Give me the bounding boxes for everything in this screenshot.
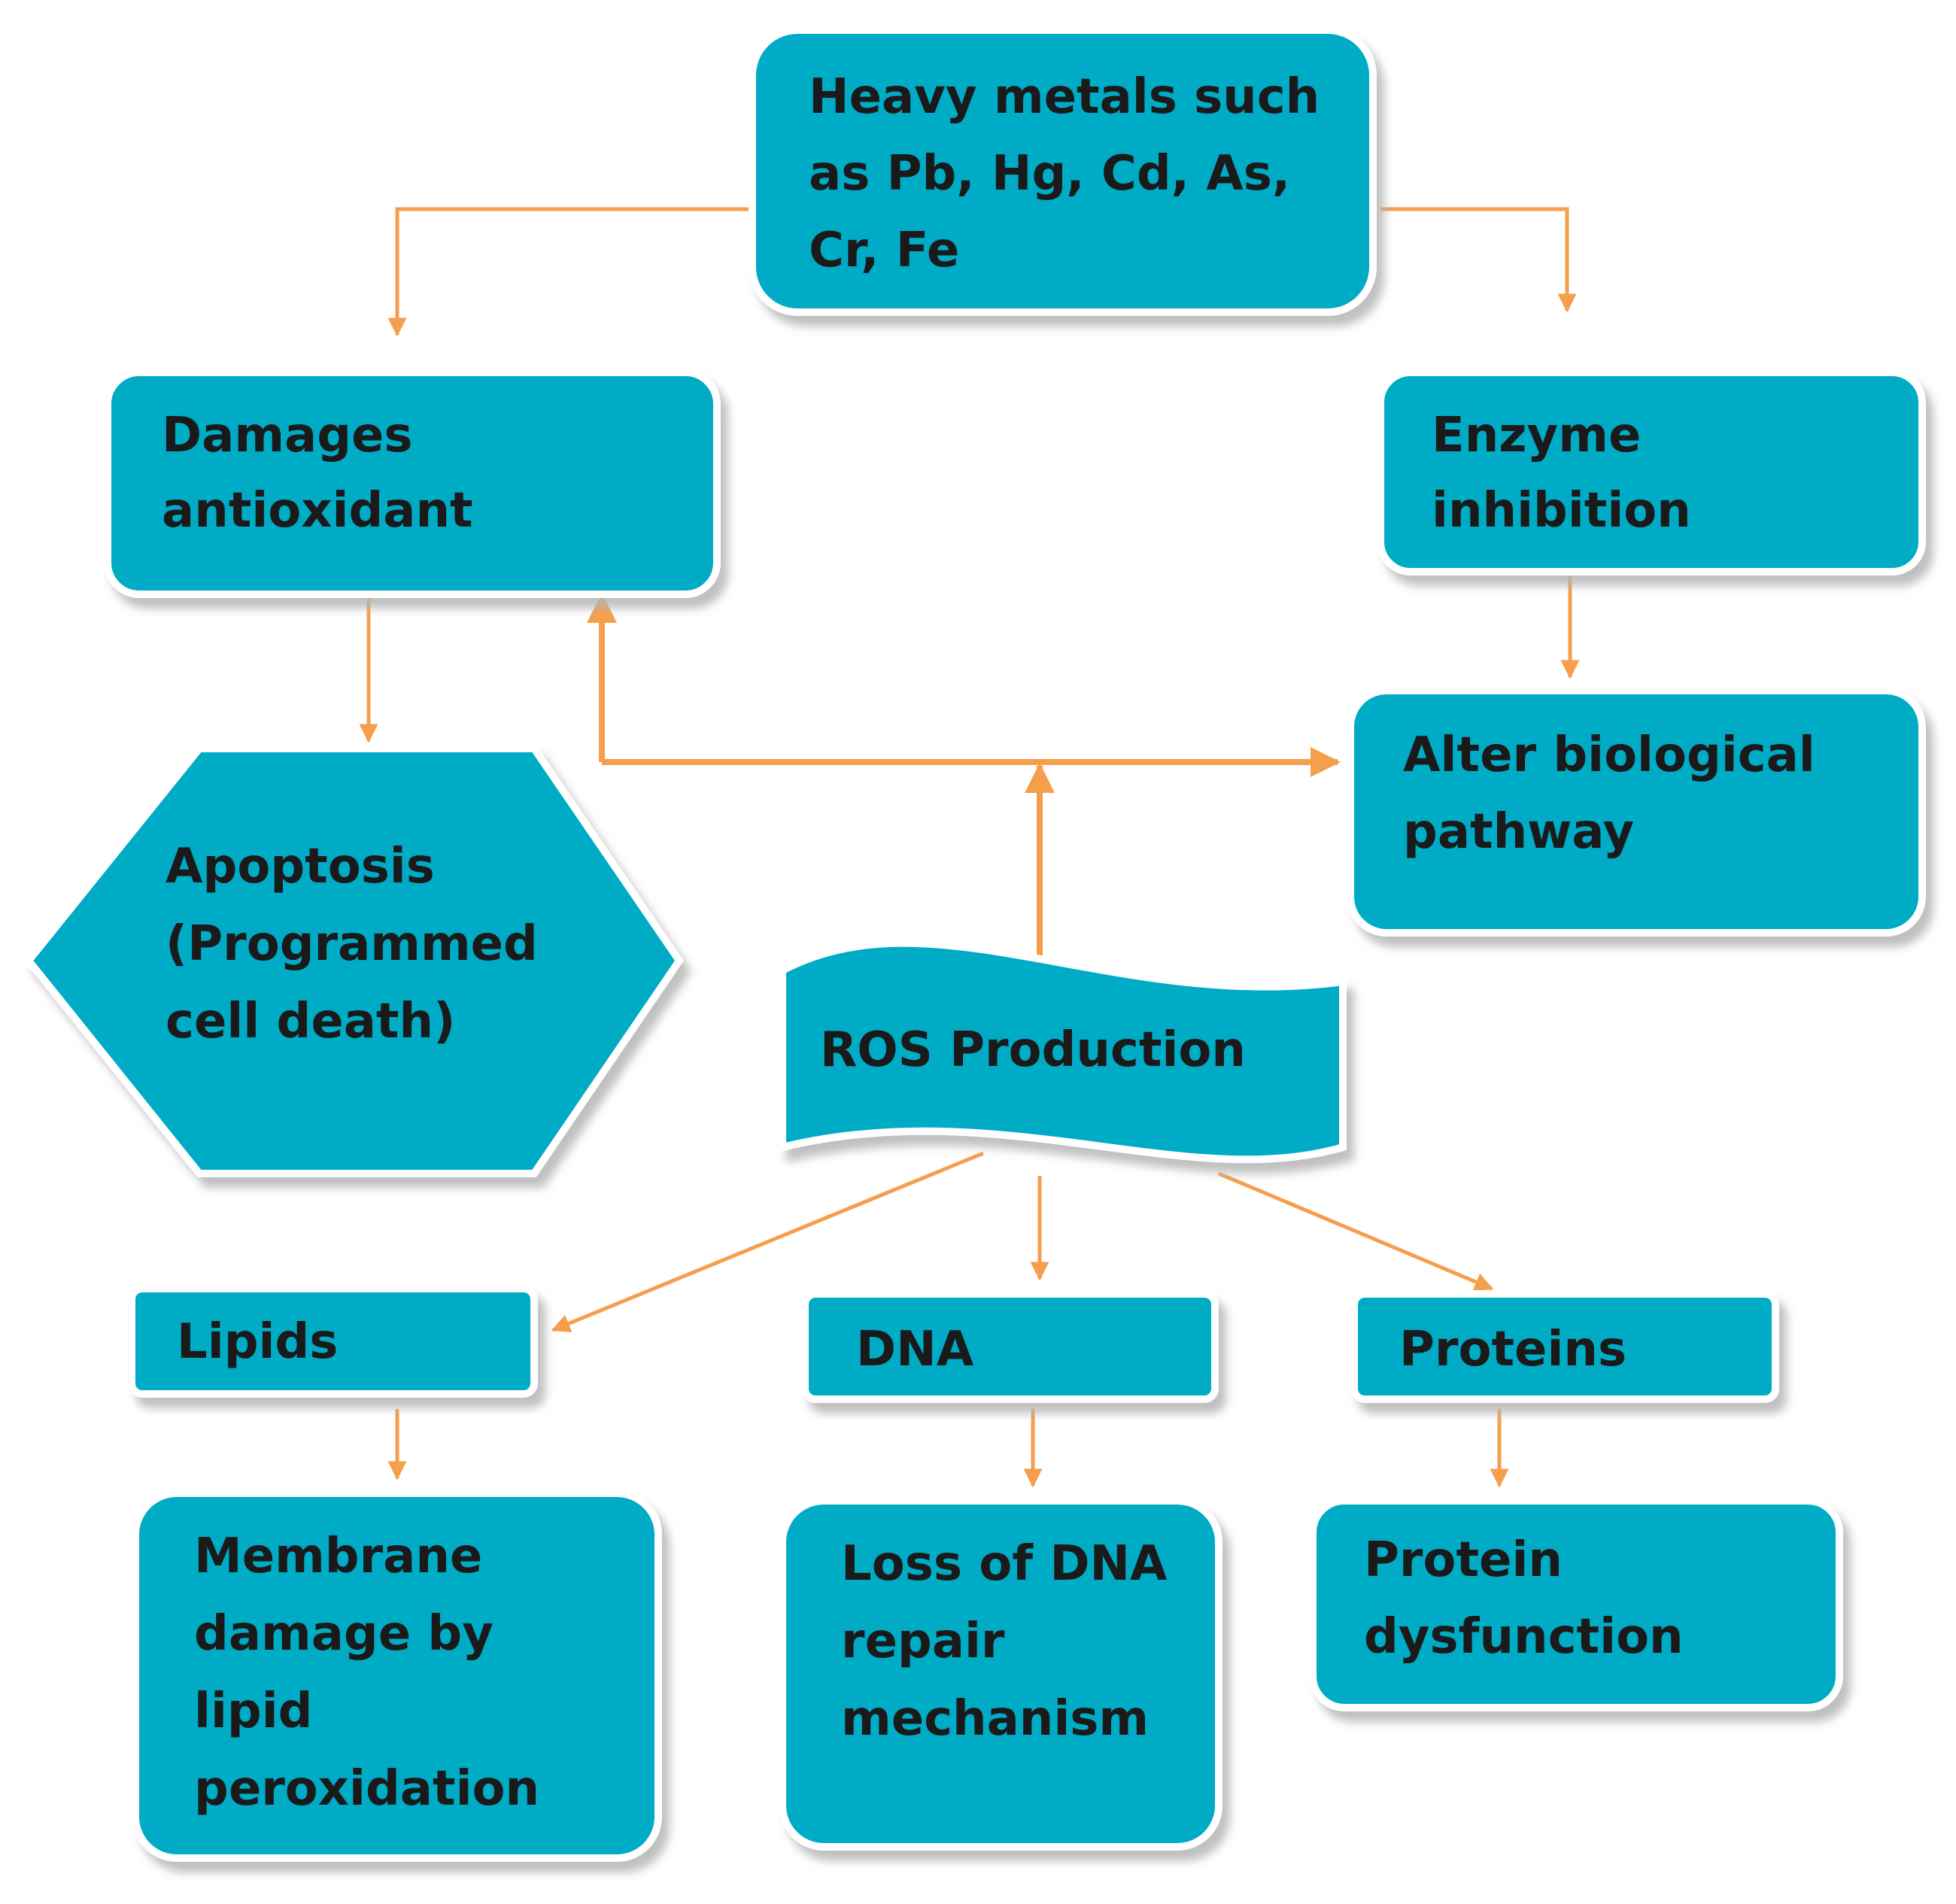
svg-text:Heavy metals such as Pb,: Heavy metals such as Pb, Hg, Cd, As, Cr,… — [809, 69, 1337, 278]
node-heavy-metals: Heavy metals such as Pb, Hg, Cd, As, Cr,… — [749, 26, 1377, 316]
node-damages-antioxidant: Damages antioxidant — [104, 369, 721, 598]
loss-dna-repair-line-1: Loss of DNA — [841, 1536, 1168, 1592]
alter-pathway-line-1: Alter biological — [1403, 727, 1815, 783]
enzyme-inhibition-line-1: Enzyme — [1432, 408, 1641, 463]
damages-antioxidant-line-2: antioxidant — [162, 483, 473, 539]
node-lipids: Lipids — [128, 1285, 538, 1398]
protein-dysfunction-line-2: dysfunction — [1364, 1609, 1684, 1665]
arrow-ros-to-proteins — [1218, 1171, 1494, 1291]
apoptosis-line-3: cell death) — [166, 994, 455, 1049]
node-proteins: Proteins — [1350, 1290, 1779, 1403]
svg-text:Proteins: Proteins — [1399, 1322, 1626, 1377]
node-enzyme-inhibition: Enzyme inhibition — [1377, 369, 1926, 575]
loss-dna-repair-line-3: mechanism — [841, 1691, 1149, 1747]
node-protein-dysfunction: Protein dysfunction — [1309, 1497, 1843, 1711]
protein-dysfunction-line-1: Protein — [1364, 1532, 1563, 1588]
connectors — [359, 207, 1580, 1488]
arrow-metals-to-enzyme — [1380, 207, 1577, 313]
svg-text:Damages antioxidant: Damages antioxidant — [162, 408, 473, 539]
apoptosis-line-1: Apoptosis — [166, 839, 435, 894]
heavy-metals-line-1: Heavy metals such — [809, 69, 1320, 125]
alter-pathway-line-2: pathway — [1403, 804, 1634, 860]
arrow-metals-to-antioxidant — [387, 207, 749, 337]
membrane-damage-line-2: damage by — [194, 1606, 494, 1662]
svg-text:Lipids: Lipids — [177, 1314, 338, 1370]
proteins-label: Proteins — [1399, 1322, 1626, 1377]
svg-text:Apoptosis (Programmed: Apoptosis (Programmed cell death) — [166, 839, 554, 1049]
enzyme-inhibition-line-2: inhibition — [1432, 483, 1691, 539]
arrow-ros-to-lipids — [551, 1151, 984, 1333]
dna-label: DNA — [856, 1322, 974, 1377]
lipids-label: Lipids — [177, 1314, 338, 1370]
apoptosis-line-2: (Programmed — [166, 916, 538, 972]
svg-text:Membrane damage by: Membrane damage by lipid peroxidation — [194, 1529, 539, 1817]
ros-production-label: ROS Production — [820, 1022, 1246, 1078]
svg-text:DNA: DNA — [856, 1322, 974, 1377]
heavy-metals-line-2: as Pb, Hg, Cd, As, — [809, 146, 1290, 202]
node-ros-production: ROS Production — [779, 939, 1347, 1164]
svg-text:ROS Production: ROS Production — [820, 1022, 1246, 1078]
node-membrane-damage: Membrane damage by lipid peroxidation — [132, 1489, 662, 1862]
svg-text:Alter biological pathway: Alter biological pathway — [1403, 727, 1832, 860]
node-dna: DNA — [801, 1290, 1219, 1403]
node-apoptosis: Apoptosis (Programmed cell death) — [23, 745, 685, 1177]
heavy-metals-line-3: Cr, Fe — [809, 223, 959, 278]
membrane-damage-line-4: peroxidation — [194, 1761, 539, 1817]
membrane-damage-line-1: Membrane — [194, 1529, 482, 1584]
loss-dna-repair-line-2: repair — [841, 1614, 1005, 1669]
node-alter-biological-pathway: Alter biological pathway — [1347, 687, 1926, 937]
membrane-damage-line-3: lipid — [194, 1684, 312, 1739]
node-loss-of-dna-repair: Loss of DNA repair mechanism — [779, 1497, 1222, 1851]
damages-antioxidant-line-1: Damages — [162, 408, 413, 463]
svg-text:Enzyme inhibition: Enzyme inhibition — [1432, 408, 1691, 539]
svg-text:Protein dysfunction: Protein dysfunction — [1364, 1532, 1684, 1665]
svg-text:Loss of DNA repair: Loss of DNA repair mechanism — [841, 1536, 1184, 1747]
